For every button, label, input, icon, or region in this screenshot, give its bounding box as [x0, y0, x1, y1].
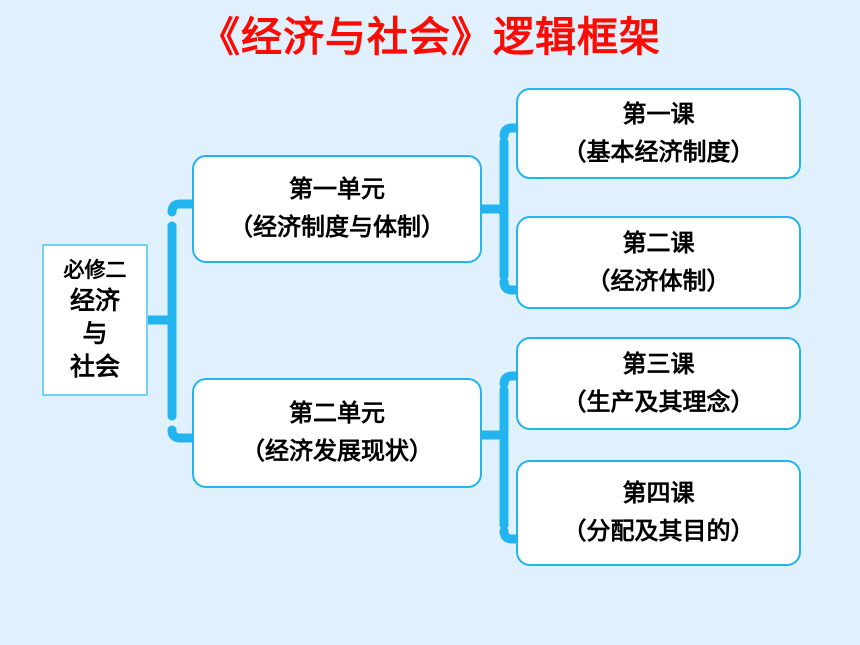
lesson-node-4[interactable]: 第四课 （分配及其目的） [516, 460, 801, 566]
connector-root-to-units [143, 199, 199, 443]
connector-unit1-to-lessons [477, 123, 523, 295]
root-node-line-2: 经济 [69, 286, 120, 315]
lesson-node-1-title: 第一课 [622, 99, 695, 128]
lesson-node-2-subtitle: （经济体制） [586, 266, 731, 295]
lesson-node-4-subtitle: （分配及其目的） [562, 517, 755, 545]
lesson-node-3-title: 第三课 [622, 349, 695, 378]
root-node-line-3: 与 [82, 319, 108, 348]
connector-elbow-unit-2 [167, 425, 199, 443]
page-title: 《经济与社会》逻辑框架 [199, 13, 661, 61]
root-node-line-4: 社会 [69, 352, 120, 381]
lesson-node-4-title: 第四课 [622, 479, 695, 507]
connector-elbow-unit-1 [167, 199, 199, 217]
lesson-node-1-subtitle: （基本经济制度） [562, 137, 755, 166]
unit-node-1-title: 第一单元 [289, 175, 385, 203]
root-node[interactable]: 必修二 经济 与 社会 [42, 244, 148, 396]
unit-node-1[interactable]: 第一单元 （经济制度与体制） [192, 155, 482, 263]
unit-node-1-subtitle: （经济制度与体制） [229, 213, 445, 241]
lesson-node-2-title: 第二课 [622, 228, 695, 257]
unit-node-2-title: 第二单元 [289, 399, 385, 427]
root-node-line-1: 必修二 [63, 258, 127, 282]
lesson-node-1[interactable]: 第一课 （基本经济制度） [516, 88, 801, 179]
unit-node-2-subtitle: （经济发展现状） [241, 437, 433, 465]
connector-unit2-to-lessons [477, 371, 523, 544]
lesson-node-3-subtitle: （生产及其理念） [562, 387, 755, 416]
lesson-node-3[interactable]: 第三课 （生产及其理念） [516, 337, 801, 430]
lesson-node-2[interactable]: 第二课 （经济体制） [516, 216, 801, 309]
unit-node-2[interactable]: 第二单元 （经济发展现状） [192, 378, 482, 488]
